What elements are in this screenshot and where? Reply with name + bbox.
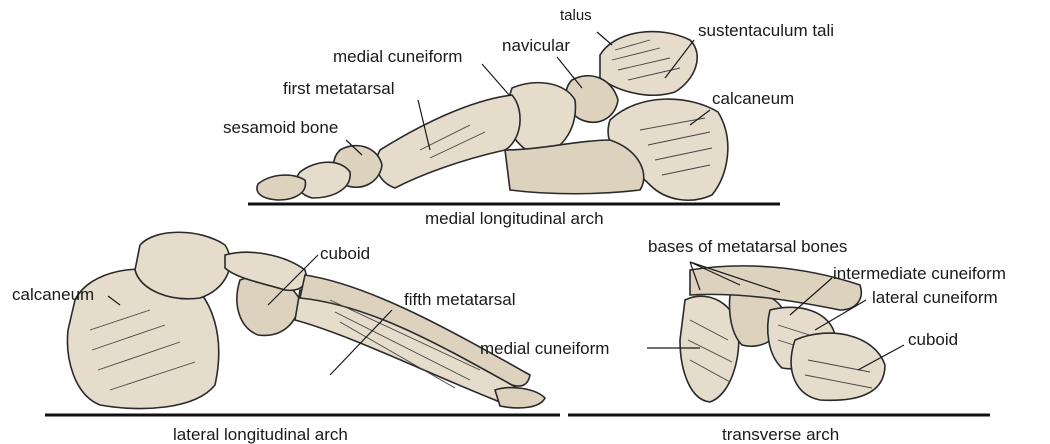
label-navicular: navicular (502, 37, 570, 54)
caption-transverse-arch: transverse arch (722, 426, 839, 443)
label-fifth-metatarsal: fifth metatarsal (404, 291, 516, 308)
label-transverse-medial-cuneiform: medial cuneiform (480, 340, 609, 357)
lateral-talus-bone (135, 232, 230, 299)
label-talus: talus (560, 8, 592, 23)
label-intermediate-cuneiform: intermediate cuneiform (833, 265, 1006, 282)
caption-lateral-longitudinal-arch: lateral longitudinal arch (173, 426, 348, 443)
label-medial-cuneiform: medial cuneiform (333, 48, 462, 65)
label-lateral-calcaneum: calcaneum (12, 286, 94, 303)
caption-medial-longitudinal-arch: medial longitudinal arch (425, 210, 604, 227)
label-medial-calcaneum: calcaneum (712, 90, 794, 107)
label-sustentaculum-tali: sustentaculum tali (698, 22, 834, 39)
medial-distal-phalanx (257, 175, 305, 200)
transverse-cuboid-bone (791, 333, 885, 400)
lateral-midfoot-bones (225, 252, 306, 290)
label-first-metatarsal: first metatarsal (283, 80, 394, 97)
label-sesamoid-bone: sesamoid bone (223, 119, 338, 136)
label-transverse-cuboid: cuboid (908, 331, 958, 348)
label-lateral-cuneiform: lateral cuneiform (872, 289, 998, 306)
label-bases-of-metatarsal-bones: bases of metatarsal bones (648, 238, 847, 255)
first-metatarsal-bone (376, 95, 520, 188)
lateral-phalanges (495, 388, 545, 408)
label-lateral-cuboid: cuboid (320, 245, 370, 262)
lateral-arch-figure (45, 232, 560, 415)
